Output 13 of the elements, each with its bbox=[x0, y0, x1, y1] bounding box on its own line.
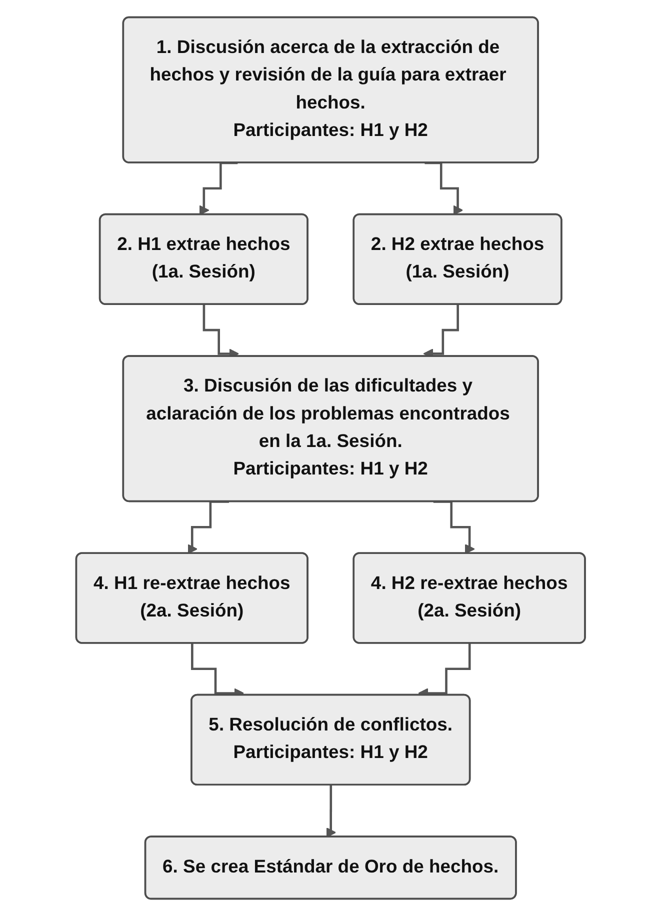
process-box: 5. Resolución de conflictos. Participantes: H1 y H2 bbox=[190, 694, 472, 786]
process-box: 4. H1 re-extrae hechos (2a. Sesión) bbox=[76, 552, 309, 644]
arrow bbox=[425, 162, 464, 216]
process-box: 4. H2 re-extrae hechos (2a. Sesión) bbox=[353, 552, 586, 644]
process-box: 2. H1 extrae hechos (1a. Sesión) bbox=[99, 213, 309, 306]
arrow bbox=[326, 784, 337, 838]
process-box: 3. Discusión de las dificultades y aclaración de los problemas encontrados en la 1a. Sesión. Participantes: H1 y H2 bbox=[122, 355, 540, 502]
arrow bbox=[188, 500, 230, 554]
process-box: 6. Se crea Estándar de Oro de hechos. bbox=[144, 836, 518, 900]
process-box: 2. H2 extrae hechos (1a. Sesión) bbox=[353, 213, 563, 306]
arrow bbox=[434, 500, 476, 554]
process-box: 1. Discusión acerca de la extracción de hechos y revisión de la guía para extraer hechos. Participantes: H1 y H2 bbox=[122, 16, 540, 164]
arrow bbox=[199, 162, 238, 216]
